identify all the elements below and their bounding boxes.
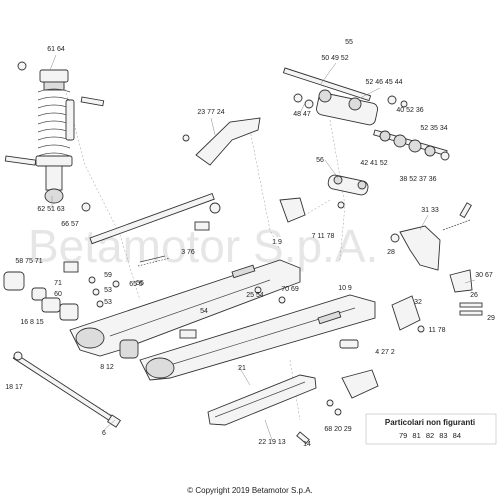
linkage-rocker	[282, 67, 450, 196]
part-number-label: 55	[345, 39, 353, 46]
part-number-label: 31 33	[421, 207, 439, 214]
part-number-label: 11 78	[429, 327, 446, 334]
part-number-label: 32	[414, 299, 422, 306]
part-number-label: 53	[104, 299, 112, 306]
part-number-label: 65 5	[129, 281, 143, 288]
part-number-label: 42 41 52	[360, 160, 387, 167]
right-brackets	[279, 197, 483, 333]
part-number-label: 29	[487, 315, 495, 322]
part-number-label: 30 67	[475, 272, 493, 279]
part-number-label: 71	[54, 280, 62, 287]
chain-guard-top	[182, 117, 261, 166]
part-number-label: 54	[200, 308, 208, 315]
part-number-label: 55	[136, 280, 144, 287]
part-number-label: 40 52 36	[396, 107, 423, 114]
part-number-label: 7 11 78	[312, 233, 335, 240]
copyright-text: © Copyright 2019 Betamotor S.p.A.	[187, 486, 313, 495]
part-number-label: 4 27 2	[375, 349, 395, 356]
part-number-label: 48 47	[293, 111, 311, 118]
part-number-label: 58 75 71	[15, 258, 42, 265]
part-number-label: 62 51 63	[37, 206, 64, 213]
part-number-label: 8 12	[100, 364, 114, 371]
part-number-label: 59	[104, 272, 112, 279]
part-number-label: 38 52 37 36	[400, 176, 437, 183]
chain-slider	[207, 339, 379, 445]
leader-lines	[49, 54, 476, 441]
swingarm	[69, 259, 376, 381]
not-shown-box	[365, 413, 497, 445]
part-number-label: 50 49 52	[321, 55, 348, 62]
part-number-label: 10 9	[338, 285, 352, 292]
part-number-label: 21	[238, 365, 246, 372]
not-shown-title: Particolari non figuranti	[384, 418, 476, 427]
part-number-label: 6	[102, 430, 106, 437]
part-number-label: 52 46 45 44	[366, 79, 403, 86]
part-number-label: 14	[303, 441, 311, 448]
pivot-bearings	[3, 261, 197, 359]
adjuster-bar	[89, 192, 221, 267]
part-number-label: 70 69	[281, 286, 299, 293]
part-number-label: 26	[470, 292, 478, 299]
not-shown-parts: Particolari non figuranti 79 81 82 83 84	[360, 418, 500, 440]
part-number-label: 23 77 24	[197, 109, 224, 116]
shock-absorber	[35, 69, 75, 204]
part-number-label: 61 64	[47, 46, 65, 53]
part-number-label: 25 54	[246, 292, 264, 299]
part-number-labels: 61 64 55 50 49 52 52 46 45 44 40 52 36 48 47 5…	[5, 39, 495, 448]
part-number-label: 3 76	[181, 249, 195, 256]
part-number-label: 52 35 34	[420, 125, 447, 132]
part-number-label: 22 19 13	[258, 439, 285, 446]
part-number-label: 18 17	[5, 384, 23, 391]
not-shown-numbers: 79 81 82 83 84	[398, 431, 462, 440]
shock-bolts	[4, 61, 105, 212]
part-number-label: 68 20 29	[324, 426, 351, 433]
part-number-label: 28	[387, 249, 395, 256]
part-number-label: 66 57	[61, 221, 79, 228]
part-number-label: 53	[104, 287, 112, 294]
part-number-label: 60	[54, 291, 62, 298]
part-number-label: 56	[316, 157, 324, 164]
part-number-label: 16 8 15	[20, 319, 43, 326]
part-number-label: 1 9	[272, 239, 282, 246]
